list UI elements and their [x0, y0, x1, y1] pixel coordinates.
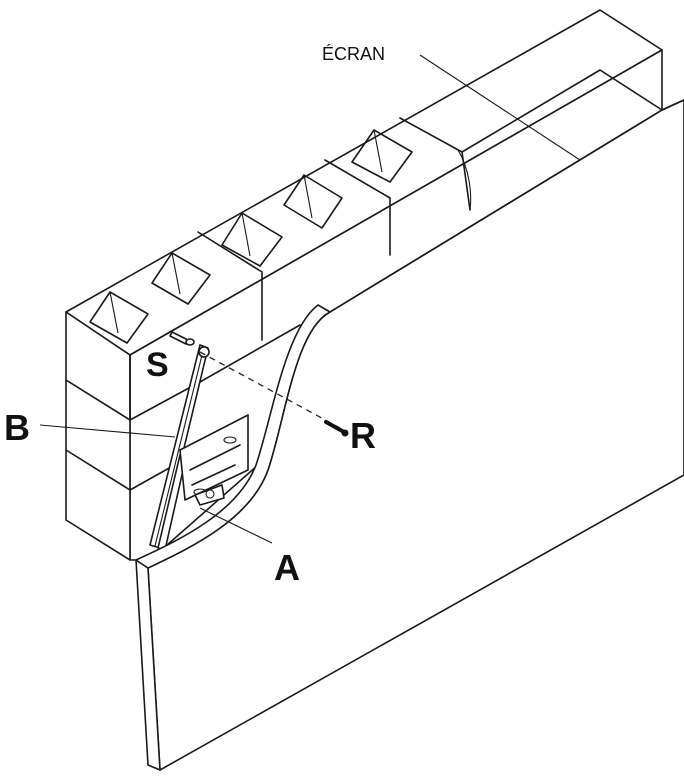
label-screen: ÉCRAN: [322, 44, 385, 64]
screen-panel: [135, 69, 684, 771]
label-s: S: [146, 346, 169, 384]
screw-assembly: [169, 331, 349, 437]
label-r: R: [350, 415, 376, 456]
leader-lines: [39, 54, 581, 544]
label-a: A: [274, 547, 300, 588]
label-b: B: [4, 407, 30, 448]
mounting-bracket: [149, 344, 249, 551]
